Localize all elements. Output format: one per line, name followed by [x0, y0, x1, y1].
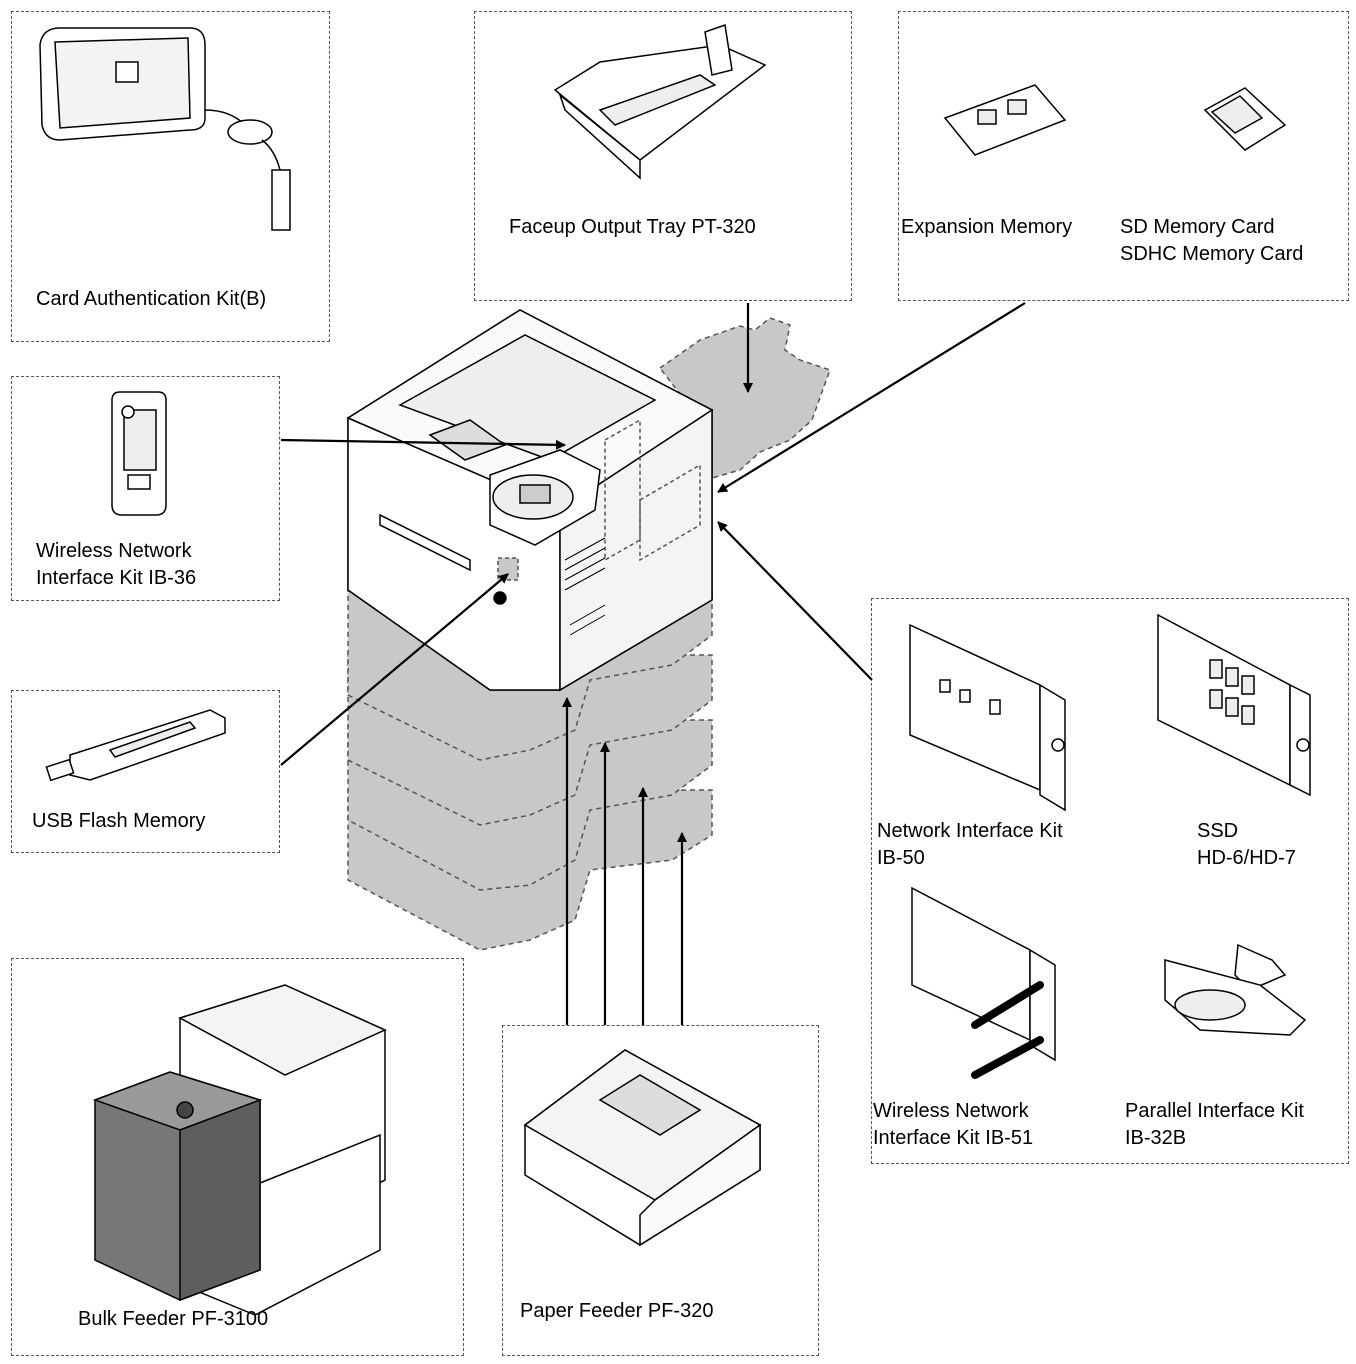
wireless-ib36-illustration	[111, 391, 167, 516]
label-ssd-line2: HD-6/HD-7	[1197, 847, 1296, 869]
printer-illustration	[346, 309, 714, 692]
sd-card-illustration	[1203, 87, 1287, 151]
ssd-illustration	[1157, 613, 1311, 797]
label-parallel-line1: Parallel Interface Kit	[1125, 1100, 1304, 1122]
usb-flash-box	[11, 690, 280, 853]
parallel-ib32b-illustration	[1164, 943, 1307, 1036]
bulk-feeder-illustration	[92, 984, 387, 1316]
wireless-ib36-box	[11, 376, 280, 601]
label-faceup-tray: Faceup Output Tray PT-320	[509, 216, 756, 238]
paper-feeder-illustration	[523, 1049, 762, 1247]
wireless-ib51-illustration	[911, 886, 1056, 1079]
bulk-feeder-box	[11, 958, 464, 1356]
paper-feeder-box	[502, 1025, 819, 1356]
connection-arrows	[280, 302, 1026, 1025]
memory-box	[898, 11, 1349, 301]
label-card-auth: Card Authentication Kit(B)	[36, 288, 267, 310]
label-expansion-memory: Expansion Memory	[901, 216, 1073, 238]
label-network-ib50-line1: Network Interface Kit	[877, 820, 1063, 842]
interface-kits-box	[871, 598, 1349, 1164]
expansion-memory-illustration	[943, 84, 1067, 156]
label-network-ib50-line2: IB-50	[877, 847, 925, 869]
label-parallel-line2: IB-32B	[1125, 1127, 1187, 1149]
usb-flash-illustration	[45, 709, 226, 782]
label-ssd-line1: SSD	[1197, 820, 1239, 842]
label-wireless-ib36-line2: Interface Kit IB-36	[36, 567, 197, 589]
label-sd-card-line2: SDHC Memory Card	[1120, 243, 1304, 265]
card-reader-illustration	[39, 27, 291, 231]
network-ib50-illustration	[909, 623, 1066, 812]
faceup-tray-box	[474, 11, 852, 301]
faceup-tray-illustration	[553, 23, 767, 180]
label-sd-card-line1: SD Memory Card	[1120, 216, 1275, 238]
label-wireless-ib51-line2: Interface Kit IB-51	[873, 1127, 1034, 1149]
label-paper-feeder: Paper Feeder PF-320	[520, 1300, 714, 1322]
label-bulk-feeder: Bulk Feeder PF-3100	[78, 1308, 269, 1330]
label-usb-flash: USB Flash Memory	[32, 810, 206, 832]
label-wireless-ib36-line1: Wireless Network	[36, 540, 192, 562]
card-auth-box	[11, 11, 330, 342]
label-wireless-ib51-line1: Wireless Network	[873, 1100, 1029, 1122]
